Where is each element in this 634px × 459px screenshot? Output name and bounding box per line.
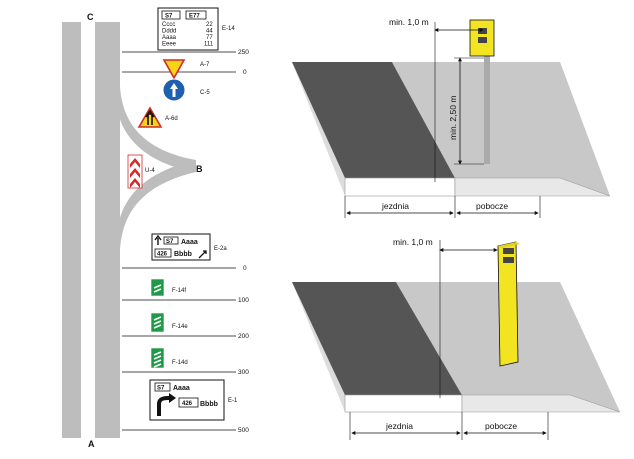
sign-e2a: S7 Aaaa 426 Bbbb E-2a bbox=[151, 233, 227, 261]
distance-lines bbox=[122, 51, 236, 431]
distance-100: 100 bbox=[238, 297, 249, 304]
svg-text:Cccc: Cccc bbox=[162, 22, 175, 28]
top-min-offset-label: min. 1,0 m bbox=[389, 17, 429, 27]
bottom-lane-label: jezdnia bbox=[385, 421, 413, 431]
end-label-bottom: A bbox=[88, 439, 95, 449]
svg-text:S7: S7 bbox=[157, 386, 165, 392]
slip-road-lower bbox=[116, 160, 196, 250]
svg-text:E-2a: E-2a bbox=[214, 246, 227, 252]
asphalt-top bbox=[292, 62, 455, 178]
end-label-top: C bbox=[87, 12, 94, 22]
svg-text:426: 426 bbox=[182, 401, 193, 407]
svg-text:Dddd: Dddd bbox=[162, 29, 176, 35]
sign-f14e: F-14e bbox=[150, 312, 188, 333]
svg-text:44: 44 bbox=[206, 29, 213, 35]
shoulder-top bbox=[392, 62, 610, 196]
svg-text:22: 22 bbox=[206, 22, 213, 28]
junction-label: B bbox=[196, 164, 203, 174]
svg-text:F-14e: F-14e bbox=[172, 324, 188, 330]
svg-text:Aaaa: Aaaa bbox=[162, 35, 177, 41]
road-edge-bottom bbox=[344, 394, 463, 413]
distance-250: 250 bbox=[238, 49, 249, 56]
svg-text:U-4: U-4 bbox=[145, 168, 155, 174]
top-min-height-label: min. 2,50 m bbox=[448, 96, 458, 140]
svg-text:A-6d: A-6d bbox=[165, 116, 178, 122]
svg-text:Bbbb: Bbbb bbox=[200, 401, 218, 408]
svg-text:C-5: C-5 bbox=[200, 90, 210, 96]
sign-a6d-warning: A-6d bbox=[137, 106, 178, 128]
sign-f14d: F-14d bbox=[150, 347, 188, 369]
svg-text:E-1: E-1 bbox=[228, 398, 238, 404]
camera-pole-layout: min. 1,0 m min. 2,50 m jezdnia pobocze bbox=[292, 17, 611, 218]
distance-0-upper: 0 bbox=[243, 69, 247, 76]
svg-text:A-7: A-7 bbox=[200, 62, 210, 68]
sign-c5-straight: C-5 bbox=[162, 78, 210, 102]
svg-text:E-14: E-14 bbox=[222, 26, 235, 32]
speed-camera-box bbox=[469, 19, 495, 57]
shoulder-edge-top bbox=[454, 177, 611, 197]
svg-text:S7: S7 bbox=[166, 239, 174, 245]
svg-text:S7: S7 bbox=[165, 14, 173, 20]
svg-text:426: 426 bbox=[157, 252, 168, 258]
shoulder-edge-bottom bbox=[461, 394, 621, 413]
svg-text:F-14d: F-14d bbox=[172, 360, 188, 366]
distance-500: 500 bbox=[238, 427, 249, 434]
speed-camera-column bbox=[497, 241, 520, 367]
bottom-shoulder-label: pobocze bbox=[485, 421, 517, 431]
svg-text:E77: E77 bbox=[189, 14, 200, 20]
distance-0-lower: 0 bbox=[243, 265, 247, 272]
sign-a7-yield: A-7 bbox=[162, 59, 210, 80]
road-edge-top bbox=[344, 177, 456, 197]
distance-200: 200 bbox=[238, 333, 249, 340]
svg-text:F-14f: F-14f bbox=[172, 288, 186, 294]
svg-text:77: 77 bbox=[206, 35, 213, 41]
top-lane-label: jezdnia bbox=[381, 201, 409, 211]
sign-e14: S7 E77 Cccc 22 Dddd 44 Aaaa 77 Eeee 111 … bbox=[157, 7, 235, 51]
svg-text:Bbbb: Bbbb bbox=[174, 251, 192, 258]
top-shoulder-label: pobocze bbox=[476, 201, 508, 211]
main-road-right-lane bbox=[95, 22, 120, 438]
bottom-min-offset-label: min. 1,0 m bbox=[393, 237, 433, 247]
svg-text:111: 111 bbox=[204, 42, 214, 48]
camera-pole bbox=[484, 56, 490, 164]
distance-300: 300 bbox=[238, 369, 249, 376]
svg-text:Aaaa: Aaaa bbox=[181, 239, 198, 246]
sign-e1: S7 Aaaa 426 Bbbb E-1 bbox=[149, 379, 238, 421]
sign-f14f: F-14f bbox=[150, 278, 186, 297]
svg-text:Aaaa: Aaaa bbox=[173, 385, 190, 392]
svg-text:Eeee: Eeee bbox=[162, 42, 177, 48]
junction-plan: C A B 250 0 0 100 200 300 500 S7 E77 Ccc… bbox=[62, 7, 249, 449]
asphalt-bottom bbox=[292, 282, 462, 395]
sign-u4-chevron: U-4 bbox=[127, 154, 155, 189]
camera-column-layout: min. 1,0 m jezdnia pobocze bbox=[292, 237, 621, 440]
main-road-left-lane bbox=[62, 22, 81, 438]
